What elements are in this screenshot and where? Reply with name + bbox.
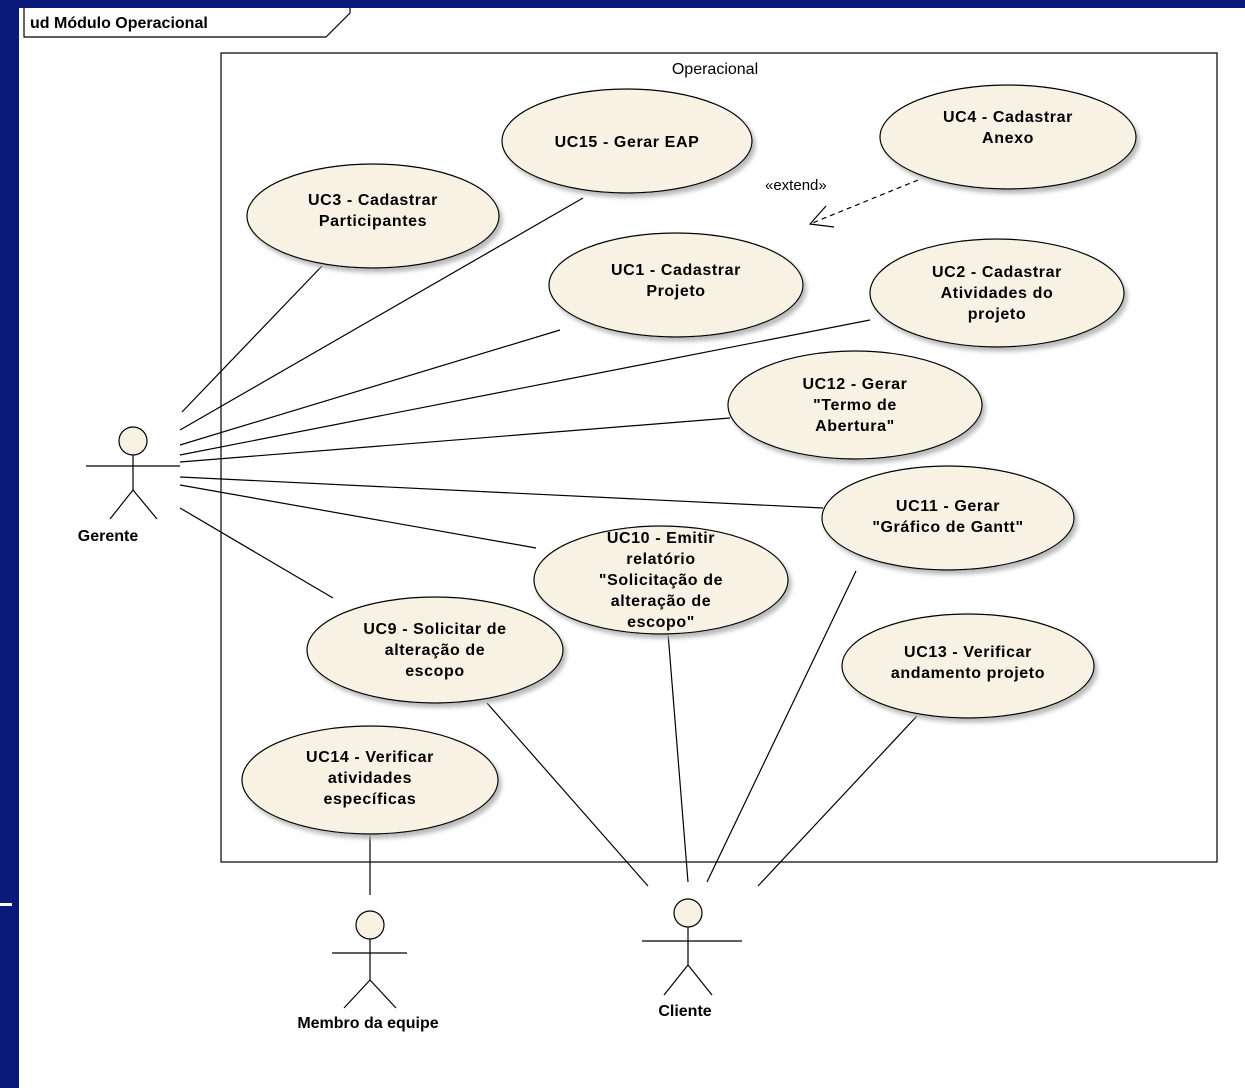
membro-head [355, 910, 385, 940]
actor-membro [332, 910, 407, 1009]
use-case-uc12-label-line: Abertura" [815, 418, 895, 435]
use-case-uc13-label-line: andamento projeto [891, 665, 1045, 682]
extend-label: «extend» [765, 177, 827, 194]
use-case-uc9-label-line: escopo [405, 663, 465, 680]
use-case-uc13: UC13 - Verificar andamento projeto [841, 613, 1095, 719]
assoc-cliente-uc13 [757, 715, 918, 887]
use-case-uc14-label-line: específicas [324, 791, 417, 808]
use-case-uc10-shape [533, 525, 789, 635]
use-case-uc10: UC10 - Emitir relatório "Solicitação de alt… [533, 525, 789, 635]
edge-mark [0, 903, 12, 906]
use-case-uc14-shape [241, 725, 499, 835]
use-case-uc12-label-line: "Termo de [813, 397, 897, 414]
use-case-uc1-shape [548, 232, 804, 338]
actor-cliente-label: Cliente [658, 1003, 711, 1020]
use-case-uc9-label-line: alteração de [385, 642, 486, 659]
frame-tab: ud Módulo Operacional [23, 8, 351, 38]
use-case-uc11: UC11 - Gerar "Gráfico de Gantt" [821, 465, 1075, 571]
use-case-uc4-label-line: UC4 - Cadastrar [943, 109, 1073, 126]
actor-membro-label: Membro da equipe [297, 1015, 438, 1032]
use-case-uc12-shape [727, 350, 983, 460]
use-case-uc4-shape [879, 84, 1137, 190]
frame-title: ud Módulo Operacional [30, 15, 208, 32]
actor-gerente-label: Gerente [78, 528, 139, 545]
assoc-gerente-uc3 [181, 265, 323, 413]
use-case-uc14-label-line: atividades [328, 770, 412, 787]
use-case-uc2-shape [869, 238, 1125, 348]
use-case-uc4-label-line: Anexo [982, 130, 1034, 147]
use-case-uc13-shape [841, 613, 1095, 719]
actor-cliente [642, 898, 742, 996]
assoc-gerente-uc10 [179, 484, 537, 549]
use-case-uc10-label-line: "Solicitação de [599, 572, 723, 589]
use-case-uc11-label-line: UC11 - Gerar [896, 498, 1000, 515]
assoc-gerente-uc2 [179, 319, 871, 456]
use-case-uc2-label-line: Atividades do [941, 285, 1054, 302]
use-case-uc11-shape [821, 465, 1075, 571]
use-case-uc12-label-line: UC12 - Gerar [802, 376, 907, 393]
use-case-uc3-label-line: UC3 - Cadastrar [308, 192, 438, 209]
assoc-cliente-uc9 [486, 702, 649, 887]
gerente-head [118, 426, 148, 456]
use-cases: UC15 - Gerar EAP UC4 - CadastrarAnexoUC3 … [241, 84, 1137, 835]
associations [179, 197, 918, 895]
use-case-uc2-label-line: projeto [968, 306, 1026, 323]
use-case-uc9-shape [306, 596, 564, 704]
use-case-uc15: UC15 - Gerar EAP [501, 88, 753, 194]
use-case-uc1-label-line: Projeto [646, 283, 705, 300]
assoc-cliente-uc10 [667, 632, 689, 883]
use-case-uc2-label-line: UC2 - Cadastrar [932, 264, 1062, 281]
assoc-gerente-uc15 [179, 197, 584, 431]
assoc-gerente-uc12 [179, 417, 731, 463]
assoc-gerente-uc11 [179, 476, 824, 509]
extend-dependency: «extend» [765, 177, 919, 228]
use-case-uc15-label-line: UC15 - Gerar EAP [555, 134, 700, 151]
use-case-uc15-shape [501, 88, 753, 194]
use-case-uc11-label-line: "Gráfico de Gantt" [872, 519, 1023, 536]
use-case-uc10-label-line: relatório [626, 551, 695, 568]
use-case-uc14: UC14 - Verificar atividades específicas [241, 725, 499, 835]
actor-gerente [86, 426, 180, 520]
use-case-uc12: UC12 - Gerar "Termo de Abertura" [727, 350, 983, 460]
use-case-uc3-label-line: Participantes [319, 213, 427, 230]
use-case-uc9: UC9 - Solicitar de alteração de escopo [306, 596, 564, 704]
use-case-uc1-label-line: UC1 - Cadastrar [611, 262, 741, 279]
assoc-gerente-uc9 [179, 507, 334, 599]
use-case-uc9-label-line: UC9 - Solicitar de [363, 621, 506, 638]
assoc-cliente-uc11 [706, 570, 857, 883]
use-case-uc10-label-line: alteração de [611, 593, 712, 610]
use-case-uc10-label-line: UC10 - Emitir [607, 530, 715, 547]
cliente-head [673, 898, 703, 928]
use-case-uc13-label-line: UC13 - Verificar [904, 644, 1032, 661]
assoc-gerente-uc1 [179, 329, 561, 446]
use-case-uc14-label-line: UC14 - Verificar [306, 749, 434, 766]
boundary-label: Operacional [672, 61, 758, 78]
use-case-uc3-shape [246, 163, 500, 269]
system-boundary [220, 52, 1218, 863]
use-case-uc10-label-line: escopo" [627, 614, 695, 631]
